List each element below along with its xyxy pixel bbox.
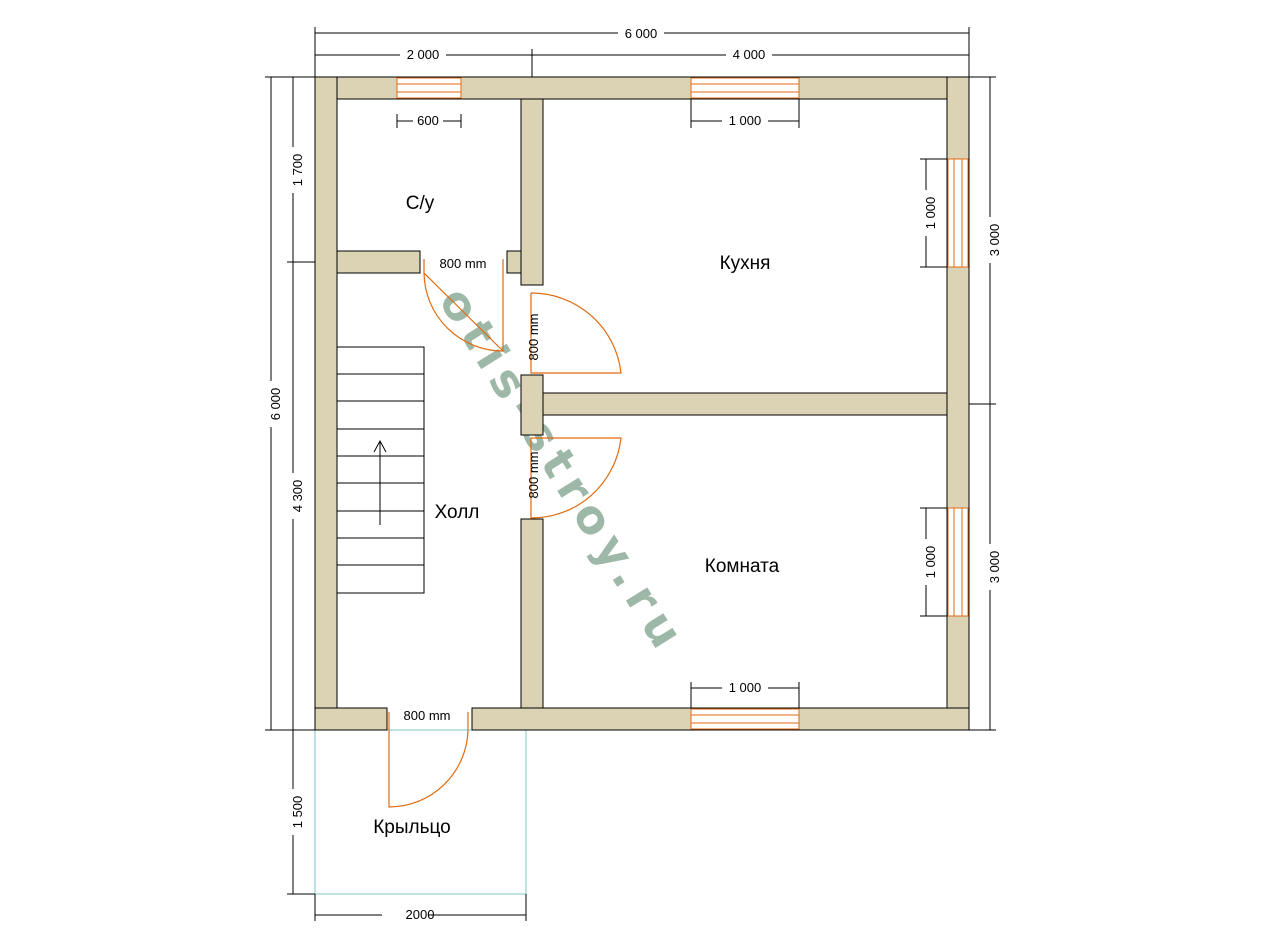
room-window-bottom <box>690 708 800 730</box>
dim-porch-width: 2000 <box>406 907 435 922</box>
doors <box>388 259 622 808</box>
room-label-hall: Холл <box>435 502 480 523</box>
kitchen-door <box>530 292 622 374</box>
dim-right-width: 4 000 <box>733 47 766 62</box>
dim-total-width: 6 000 <box>625 26 658 41</box>
dim-left-width: 2 000 <box>407 47 440 62</box>
kitchen-window-right <box>947 158 969 268</box>
dim-room-window-right: 1 000 <box>923 546 938 579</box>
room-label-bathroom: С/у <box>406 193 435 214</box>
dim-left-top: 1 700 <box>290 154 305 187</box>
room-labels: С/у Кухня Холл Комната Крыльцо <box>373 193 779 838</box>
dim-total-height: 6 000 <box>268 388 283 421</box>
dimension-labels: 6 000 2 000 4 000 600 1 000 1 000 2000 1… <box>268 26 1002 922</box>
dim-kitchen-window-right: 1 000 <box>923 197 938 230</box>
room-door-label: 800 mm <box>526 452 541 499</box>
door-labels: 800 mm 800 mm 800 mm 800 mm <box>404 256 541 723</box>
room-label-room: Комната <box>705 556 780 577</box>
entrance-door-label: 800 mm <box>404 708 451 723</box>
dim-room-window-bottom: 1 000 <box>729 680 762 695</box>
kitchen-door-label: 800 mm <box>526 314 541 361</box>
room-label-porch: Крыльцо <box>373 817 451 838</box>
bath-door-label: 800 mm <box>440 256 487 271</box>
dim-bath-window: 600 <box>417 113 439 128</box>
room-window-right <box>947 507 969 617</box>
dim-right-top: 3 000 <box>987 224 1002 257</box>
entrance-door <box>388 712 469 808</box>
interior-walls <box>336 98 948 709</box>
dim-left-bottom: 4 300 <box>290 480 305 513</box>
room-label-kitchen: Кухня <box>720 253 771 274</box>
dim-porch-height: 1 500 <box>290 796 305 829</box>
watermark: otis-stroy.ru <box>429 277 699 664</box>
porch-outline <box>314 729 527 895</box>
dim-right-bottom: 3 000 <box>987 551 1002 584</box>
bath-door <box>423 259 504 353</box>
windows <box>396 77 969 730</box>
kitchen-window-top <box>690 77 800 99</box>
room-door <box>530 437 622 519</box>
bath-window <box>396 77 462 99</box>
dim-kitchen-window-top: 1 000 <box>729 113 762 128</box>
stairs <box>336 346 425 594</box>
